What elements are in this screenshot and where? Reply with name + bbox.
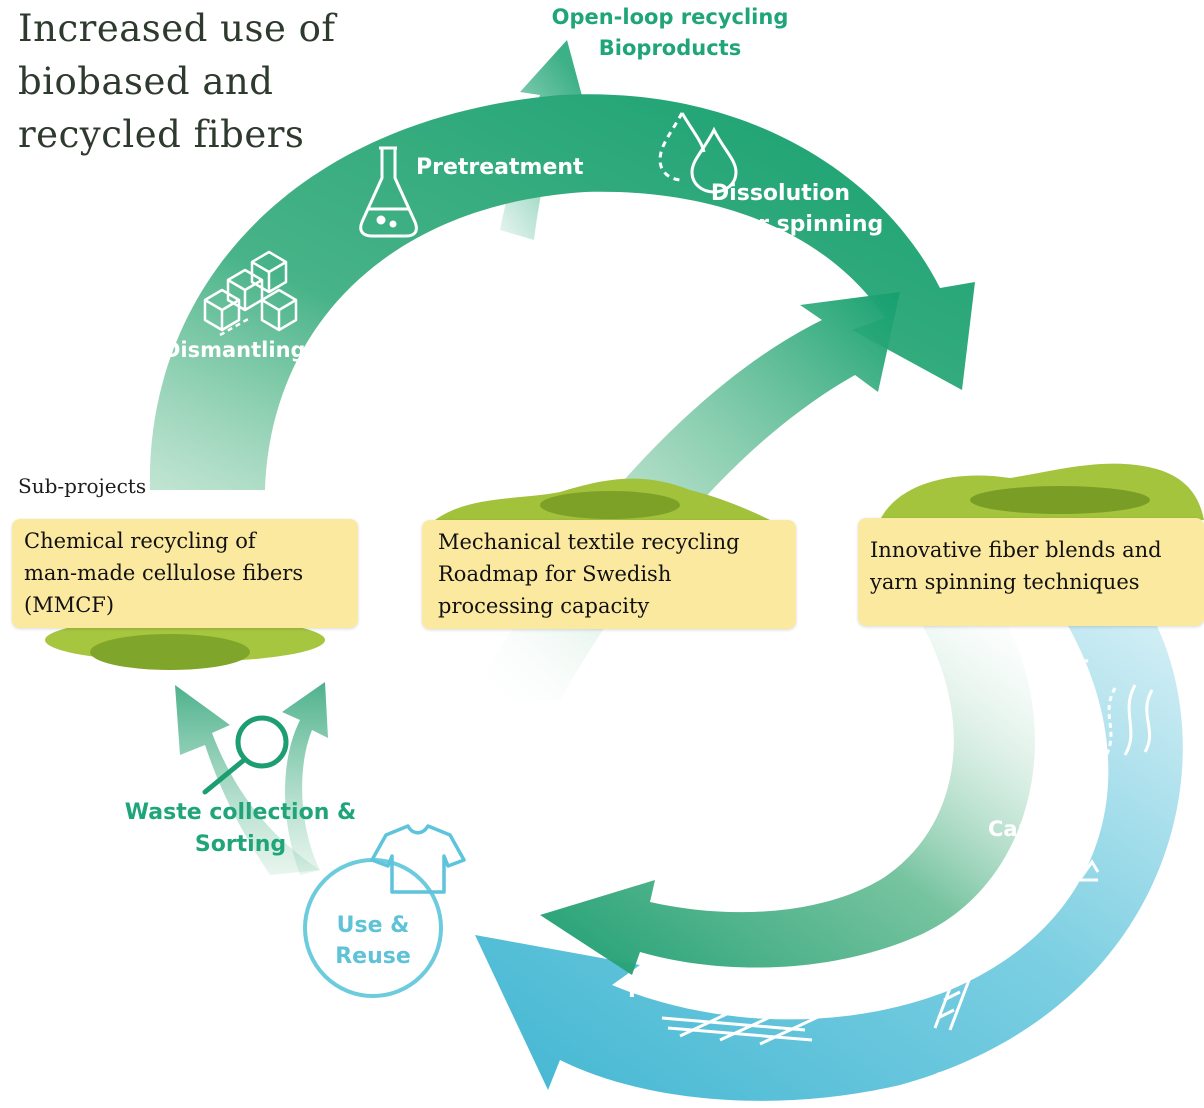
textile-blob-right [880, 463, 1204, 520]
fiber-icon [1083, 684, 1154, 761]
flask-icon [359, 146, 418, 238]
page-title: Increased use of biobased and recycled f… [18, 2, 438, 161]
fabric-icon [661, 1002, 821, 1046]
waste-collection-label: Waste collection & Sorting [118, 797, 363, 861]
use-reuse-label: Use & Reuse [318, 910, 428, 972]
dissolution-line-1: Dissolution [710, 181, 851, 206]
title-line-3: recycled fibers [18, 113, 305, 156]
carding-icon [1018, 859, 1100, 882]
main-circular-arrow [149, 94, 976, 491]
title-line-2: biobased and [18, 60, 274, 103]
chemical-line-2: man-made cellulose fibers [24, 561, 304, 585]
carding-label: Carding [988, 817, 1081, 841]
waste-line-2: Sorting [194, 832, 287, 857]
shirt-icon [370, 824, 466, 894]
open-loop-label: Open-loop recycling Bioproducts [540, 2, 800, 64]
textile-blob-middle [435, 478, 780, 525]
open-loop-line-2: Bioproducts [598, 36, 742, 60]
subprojects-heading: Sub-projects [18, 474, 147, 498]
yarn-icon [933, 934, 987, 1031]
fabric-label: Fabric [628, 978, 701, 1002]
inner-green-arrow [540, 612, 1035, 975]
chemical-line-1: Chemical recycling of [24, 529, 256, 553]
pretreatment-label: Pretreatment [416, 155, 584, 180]
cubes-icon [203, 250, 298, 337]
use-reuse-line-1: Use & [336, 913, 410, 938]
mechanical-line-1: Mechanical textile recycling [438, 530, 740, 554]
mechanical-line-3: processing capacity [438, 594, 650, 618]
waste-line-1: Waste collection & [124, 800, 357, 825]
droplets-icon [658, 112, 738, 194]
chemical-line-3: (MMCF) [24, 593, 115, 617]
dissolution-line-2: & Fiber spinning [678, 212, 884, 237]
subproject-chemical-box: Chemical recycling of man-made cellulose… [12, 519, 358, 628]
dismantling-label: Dismantling [163, 338, 306, 362]
innovative-line-1: Innovative fiber blends and [870, 538, 1162, 562]
linear-chain-arrow [475, 612, 1183, 1101]
textile-blob-left [45, 618, 325, 670]
mechanical-line-2: Roadmap for Swedish [438, 562, 672, 586]
title-line-1: Increased use of [18, 7, 336, 50]
subproject-innovative-box: Innovative fiber blends and yarn spinnin… [858, 518, 1204, 626]
dissolution-label: Dissolution & Fiber spinning [678, 178, 883, 240]
open-loop-line-1: Open-loop recycling [551, 5, 789, 29]
use-reuse-line-2: Reuse [335, 944, 411, 969]
magnifier-icon [202, 715, 289, 795]
subproject-mechanical-box: Mechanical textile recycling Roadmap for… [422, 520, 796, 629]
yarn-label: Yarn [873, 948, 926, 972]
innovative-line-2: yarn spinning techniques [870, 570, 1140, 594]
waste-collection-arrows [175, 682, 328, 875]
fiber-label: Fiber [1027, 652, 1089, 676]
